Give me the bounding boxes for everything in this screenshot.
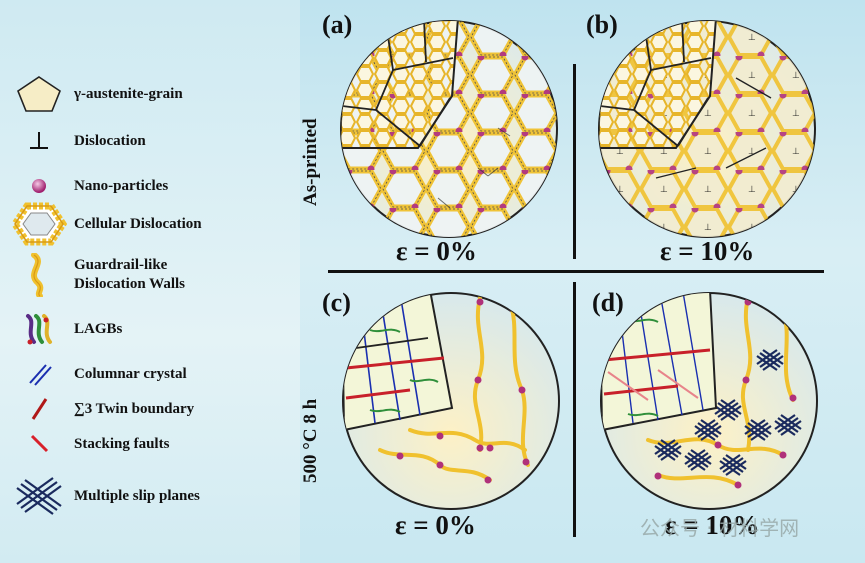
horizontal-divider [328,270,824,273]
panel-d-diagram [600,292,818,510]
legend-label: Stacking faults [74,435,170,452]
strain-label-c: ε = 0% [395,510,476,540]
lagb-icon [10,309,68,349]
legend-item-dislocation: Dislocation [10,121,146,161]
dislocation-symbol-icon [10,121,68,161]
panel-a-diagram [340,20,558,238]
legend-label: Guardrail-like Dislocation Walls [74,256,185,294]
legend-label: Nano-particles [74,177,169,194]
panel-label-c: (c) [322,288,351,317]
legend-item-nanoparticles: Nano-particles [10,166,168,206]
strain-label-a: ε = 0% [396,236,477,266]
nanoparticle-icon [10,166,68,206]
legend-item-austenite-grain: γ-austenite-grain [10,74,183,114]
cellular-hexagon-icon [10,202,68,246]
legend-item-columnar-crystal: Columnar crystal [10,354,187,394]
legend-label: LAGBs [74,320,123,337]
legend-item-cellular-dislocation: Cellular Dislocation [10,202,202,246]
legend-item-stacking-faults: Stacking faults [10,424,169,464]
legend-item-guardrail-walls: Guardrail-like Dislocation Walls [10,253,185,297]
legend-item-lagbs: LAGBs [10,309,122,349]
legend-label-line2: Dislocation Walls [74,276,185,292]
guardrail-wall-icon [10,253,68,297]
panel-b-diagram: ⊥ [598,20,816,238]
strain-label-d: ε = 10% [665,510,760,540]
panel-label-b: (b) [586,10,618,39]
legend-label: γ-austenite-grain [74,85,183,102]
watermark: 公众号 · 材料学网 [640,516,800,540]
legend-label: Cellular Dislocation [74,215,202,232]
legend-label-line1: Guardrail-like [74,257,168,273]
legend-item-slip-planes: Multiple slip planes [10,476,200,516]
panel-c-diagram [342,292,560,510]
stacking-fault-icon [10,424,68,464]
row-label-as-printed: As-printed [300,118,321,206]
legend-label: Dislocation [74,132,146,149]
legend-item-twin-boundary: ∑3 Twin boundary [10,389,194,429]
legend-panel: γ-austenite-grain Dislocation Nano-parti… [0,0,300,563]
legend-label: Columnar crystal [74,365,187,382]
row-label-heat-treated: 500 °C 8 h [300,398,321,483]
panel-label-a: (a) [322,10,353,39]
vertical-divider-bottom [573,282,576,537]
vertical-divider-top [573,64,576,259]
slip-planes-icon [10,476,68,516]
strain-label-b: ε = 10% [660,236,755,266]
legend-label: ∑3 Twin boundary [74,400,195,417]
panel-label-d: (d) [592,288,624,317]
columnar-lines-icon [10,354,68,394]
pentagon-icon [10,74,68,114]
legend-label: Multiple slip planes [74,487,200,504]
twin-boundary-icon [10,389,68,429]
